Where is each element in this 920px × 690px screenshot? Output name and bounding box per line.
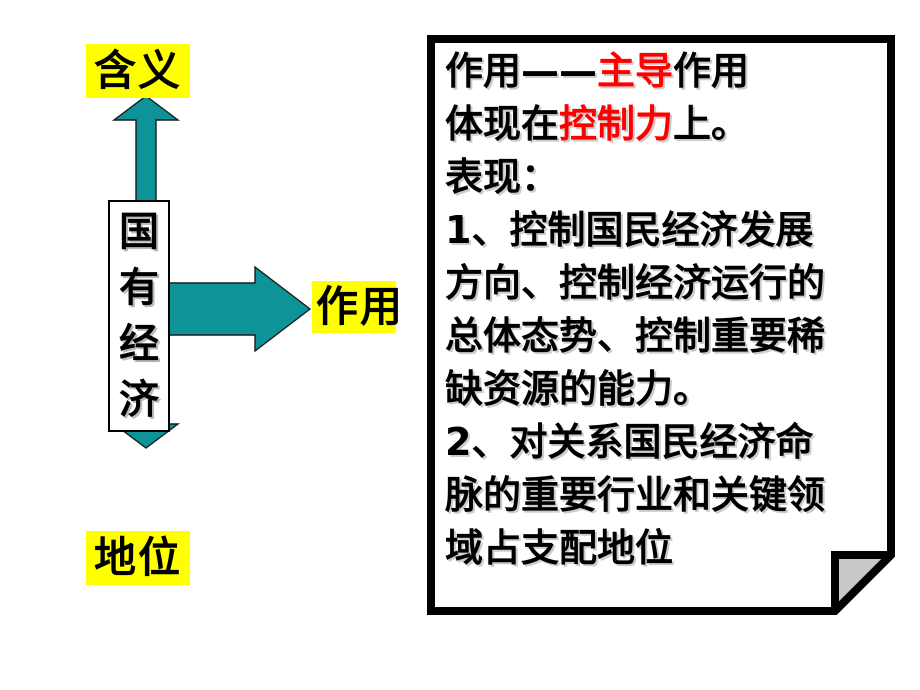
note-line-10: 域占支配地位	[445, 522, 877, 575]
note-line-8-seg-1: 2、对关系国民经济命	[445, 420, 814, 464]
note-line-5-seg-1: 方向、控制经济运行的	[445, 261, 826, 305]
center-concept-char-2: 经	[119, 321, 159, 367]
branch-label-role: 作用	[312, 281, 402, 333]
center-concept-box: 国 有 经 济	[108, 200, 170, 432]
branch-label-status: 地位	[86, 531, 190, 585]
explanation-note: 作用——主导作用 体现在控制力上。 表现： 1、控制国民经济发展 方向、控制经济…	[427, 35, 895, 615]
note-line-7-seg-1: 缺资源的能力。	[445, 367, 712, 411]
note-line-6: 总体态势、控制重要稀	[445, 310, 877, 363]
note-shape	[427, 35, 895, 615]
note-line-2: 体现在控制力上。	[445, 98, 877, 151]
note-line-3-seg-1: 表现：	[445, 155, 560, 199]
note-line-7: 缺资源的能力。	[445, 363, 877, 416]
note-line-2-seg-1: 体现在	[445, 102, 560, 146]
note-line-5: 方向、控制经济运行的	[445, 257, 877, 310]
center-concept-char-1: 有	[119, 265, 159, 311]
note-line-1: 作用——主导作用	[445, 45, 877, 98]
note-line-2-seg-3: 上。	[673, 102, 750, 146]
branch-label-meaning: 含义	[86, 44, 190, 98]
center-concept-char-3: 济	[119, 377, 159, 423]
note-line-9: 脉的重要行业和关键领	[445, 469, 877, 522]
note-line-6-seg-1: 总体态势、控制重要稀	[445, 314, 826, 358]
note-line-3: 表现：	[445, 151, 877, 204]
note-line-1-seg-3: 作用	[673, 49, 750, 93]
note-line-1-seg-1: 作用——	[445, 49, 598, 93]
note-line-8: 2、对关系国民经济命	[445, 416, 877, 469]
center-concept-char-0: 国	[119, 209, 159, 255]
note-line-1-seg-2-highlight: 主导	[597, 49, 674, 93]
note-line-2-seg-2-highlight: 控制力	[559, 102, 674, 146]
right-arrow	[160, 265, 312, 353]
note-text-body: 作用——主导作用 体现在控制力上。 表现： 1、控制国民经济发展 方向、控制经济…	[445, 45, 877, 603]
note-line-9-seg-1: 脉的重要行业和关键领	[445, 473, 826, 517]
note-line-4: 1、控制国民经济发展	[445, 204, 877, 257]
note-line-10-seg-1: 域占支配地位	[445, 526, 674, 570]
note-line-4-seg-1: 1、控制国民经济发展	[445, 208, 814, 252]
